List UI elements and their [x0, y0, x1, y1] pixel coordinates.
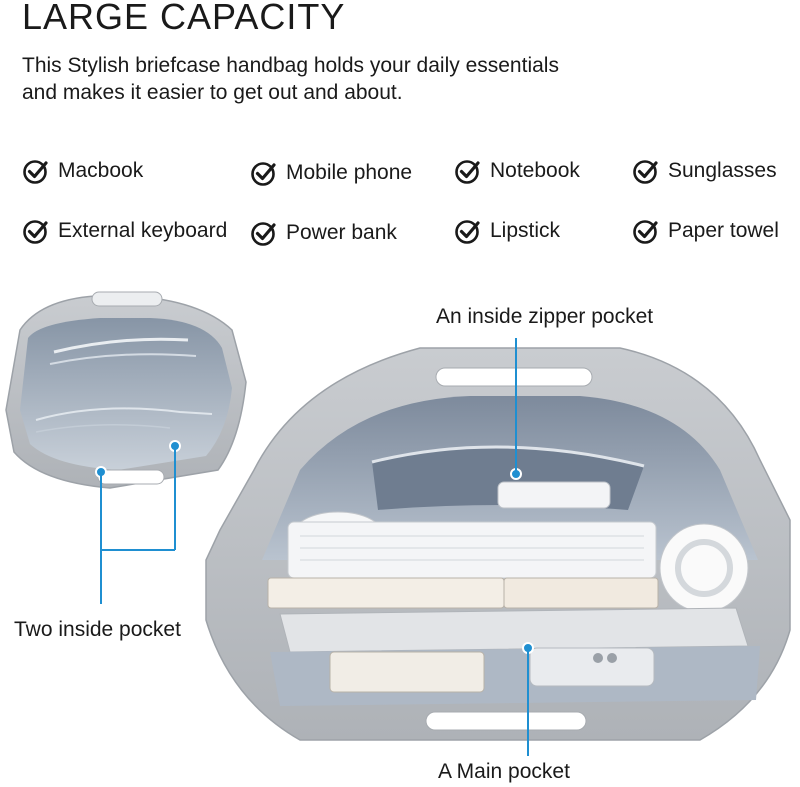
feature-item: Lipstick	[454, 217, 560, 245]
feature-label: Power bank	[286, 221, 397, 244]
feature-item: Mobile phone	[250, 159, 412, 187]
check-circle-icon	[23, 160, 48, 184]
zipper-pocket-label: An inside zipper pocket	[436, 305, 654, 328]
feature-item: Power bank	[250, 219, 397, 247]
check-circle-icon	[23, 220, 48, 244]
feature-item: Macbook	[22, 157, 143, 185]
feature-item: Paper towel	[632, 217, 779, 245]
check-circle-icon	[251, 222, 276, 246]
check-circle-icon	[251, 162, 276, 186]
description-line-2: and makes it easier to get out and about…	[22, 81, 403, 104]
description-line-1: This Stylish briefcase handbag holds you…	[22, 54, 559, 77]
page-title: LARGE CAPACITY	[22, 0, 346, 37]
feature-label: Sunglasses	[668, 159, 777, 182]
feature-label: Macbook	[58, 159, 144, 182]
description: This Stylish briefcase handbag holds you…	[22, 52, 642, 106]
feature-label: Lipstick	[490, 219, 561, 242]
check-circle-icon	[633, 220, 658, 244]
inside-pockets-label: Two inside pocket	[14, 618, 181, 641]
check-circle-icon	[455, 160, 480, 184]
feature-label: Mobile phone	[286, 161, 413, 184]
feature-label: Notebook	[490, 159, 580, 182]
feature-item: External keyboard	[22, 217, 227, 245]
feature-item: Sunglasses	[632, 157, 777, 185]
inside-pockets-leader	[100, 446, 176, 604]
small-bag-image	[5, 291, 247, 489]
check-circle-icon	[455, 220, 480, 244]
large-bag-image	[205, 347, 791, 741]
main-pocket-label: A Main pocket	[438, 760, 570, 783]
feature-label: Paper towel	[668, 219, 779, 242]
feature-item: Notebook	[454, 157, 580, 185]
check-circle-icon	[633, 160, 658, 184]
feature-label: External keyboard	[58, 219, 228, 242]
